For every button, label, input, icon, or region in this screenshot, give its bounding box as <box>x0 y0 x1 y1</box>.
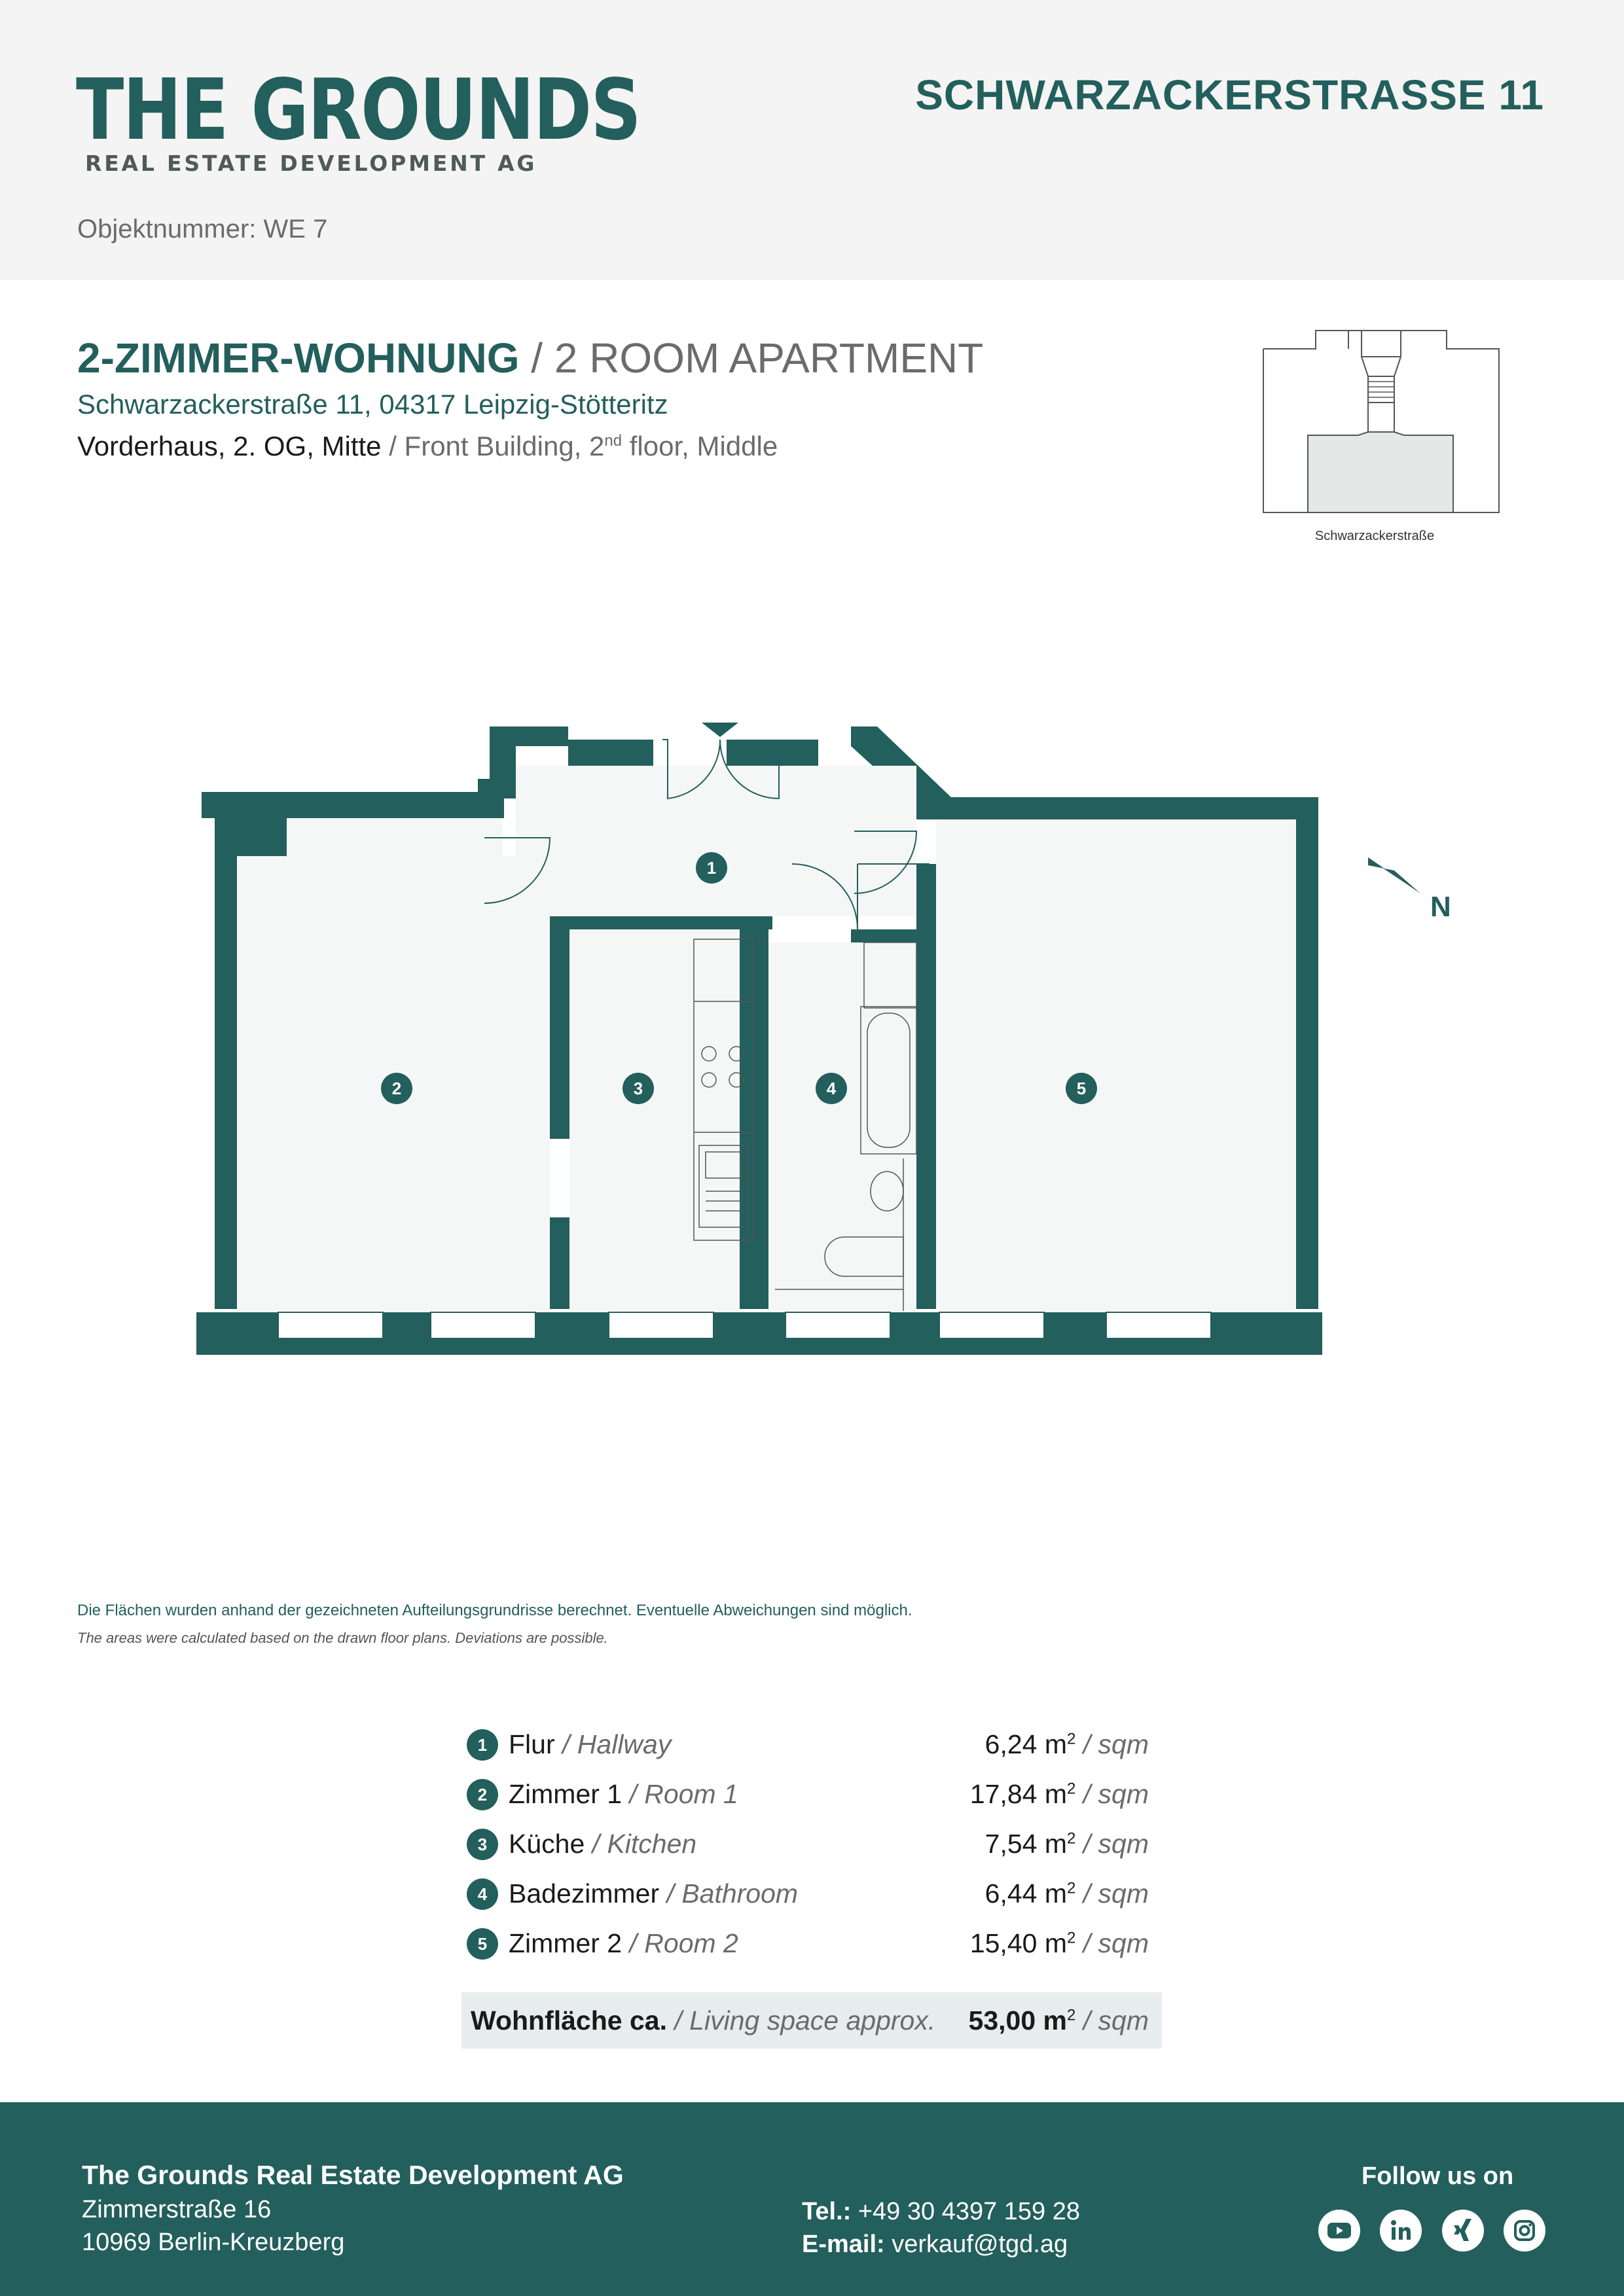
total-label: Wohnfläche ca. / Living space approx. <box>471 2005 936 2036</box>
xing-icon[interactable] <box>1442 2210 1484 2251</box>
disclaimer-en: The areas were calculated based on the d… <box>77 1630 608 1646</box>
room-name: Küche / Kitchen <box>509 1829 697 1859</box>
area-row: 1 Flur / Hallway 6,24 m2 / sqm <box>461 1721 1162 1771</box>
room-badge: 2 <box>467 1779 498 1810</box>
company-logo-subline: REAL ESTATE DEVELOPMENT AG <box>85 151 537 176</box>
apartment-location: Vorderhaus, 2. OG, Mitte / Front Buildin… <box>77 431 778 462</box>
location-en: / Front Building, 2nd floor, Middle <box>389 431 778 461</box>
room-area: 6,24 m2 / sqm <box>984 1729 1149 1759</box>
total-living-space-row: Wohnfläche ca. / Living space approx. 53… <box>461 1992 1162 2049</box>
room-name: Zimmer 2 / Room 2 <box>509 1928 738 1958</box>
linkedin-icon[interactable] <box>1380 2210 1422 2251</box>
area-row: 4 Badezimmer / Bathroom 6,44 m2 / sqm <box>461 1871 1162 1920</box>
room-number-3: 3 <box>634 1079 643 1098</box>
footer-company: The Grounds Real Estate Development AG <box>82 2160 624 2190</box>
header-band <box>0 0 1624 280</box>
footer-band <box>0 2102 1624 2296</box>
room-name: Flur / Hallway <box>509 1729 672 1759</box>
area-table: 1 Flur / Hallway 6,24 m2 / sqm 2 Zimmer … <box>461 1721 1162 2049</box>
apartment-address: Schwarzackerstraße 11, 04317 Leipzig-Stö… <box>77 389 668 420</box>
key-plan-street-label: Schwarzackerstraße <box>1314 529 1435 543</box>
street-title: SCHWARZACKERSTRASSE 11 <box>915 71 1544 118</box>
location-de: Vorderhaus, 2. OG, Mitte <box>77 431 382 461</box>
room-name: Zimmer 1 / Room 1 <box>509 1779 738 1809</box>
room-number-1: 1 <box>707 858 716 878</box>
disclaimer-de: Die Flächen wurden anhand der gezeichnet… <box>77 1602 912 1619</box>
room-badge: 3 <box>467 1829 498 1860</box>
room-name: Badezimmer / Bathroom <box>509 1878 799 1909</box>
object-number: Objektnummer: WE 7 <box>77 215 328 243</box>
total-value: 53,00 m2 / sqm <box>968 2005 1149 2036</box>
room-number-2: 2 <box>392 1079 401 1098</box>
room-area: 15,40 m2 / sqm <box>969 1928 1149 1958</box>
room-area: 7,54 m2 / sqm <box>984 1829 1149 1859</box>
room-badge: 1 <box>467 1729 498 1761</box>
room-number-markers <box>381 852 1097 1104</box>
footer-street: Zimmerstraße 16 <box>82 2196 272 2223</box>
area-row: 3 Küche / Kitchen 7,54 m2 / sqm <box>461 1821 1162 1871</box>
footer-phone[interactable]: Tel.: +49 30 4397 159 28 <box>802 2198 1081 2225</box>
room-number-5: 5 <box>1077 1079 1086 1098</box>
key-plan <box>1263 330 1500 513</box>
apartment-title-en: / 2 ROOM APARTMENT <box>531 334 984 382</box>
youtube-icon[interactable] <box>1318 2210 1360 2251</box>
follow-us-label: Follow us on <box>1362 2162 1514 2190</box>
footer-city: 10969 Berlin-Kreuzberg <box>82 2229 345 2256</box>
north-label: N <box>1430 891 1451 923</box>
instagram-icon[interactable] <box>1504 2210 1545 2251</box>
room-number-4: 4 <box>827 1079 837 1098</box>
room-area: 17,84 m2 / sqm <box>969 1779 1149 1809</box>
company-logo: THE GROUNDS <box>76 62 641 159</box>
apartment-title: 2-ZIMMER-WOHNUNG / 2 ROOM APARTMENT <box>77 334 983 382</box>
room-area: 6,44 m2 / sqm <box>984 1878 1149 1909</box>
room-badge: 5 <box>467 1928 498 1960</box>
room-badge: 4 <box>467 1878 498 1910</box>
area-row: 2 Zimmer 1 / Room 1 17,84 m2 / sqm <box>461 1771 1162 1821</box>
apartment-title-de: 2-ZIMMER-WOHNUNG <box>77 334 520 382</box>
floor-plan: 1 2 3 4 5 N <box>196 723 1451 1355</box>
footer-email[interactable]: E-mail: verkauf@tgd.ag <box>802 2231 1068 2258</box>
area-row: 5 Zimmer 2 / Room 2 15,40 m2 / sqm <box>461 1920 1162 1970</box>
